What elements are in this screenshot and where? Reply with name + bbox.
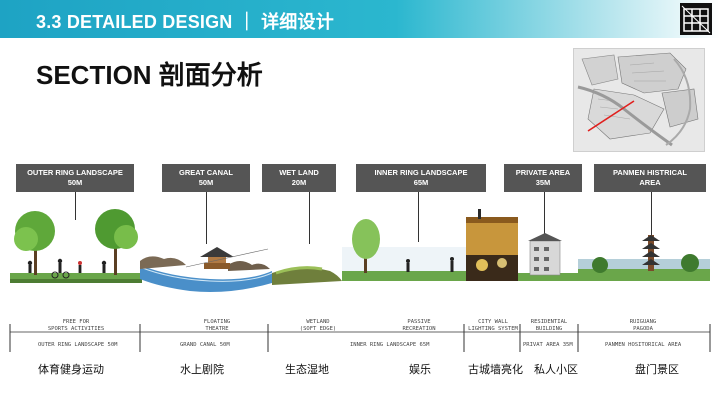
site-plan-thumbnail: [573, 48, 705, 152]
annotation-wetland: WETLAND(SOFT EDGE): [299, 319, 337, 332]
sub-label-private-area: PRIVAT AREA 35M: [523, 342, 573, 348]
cn-label-recreation: 娱乐: [409, 364, 431, 376]
section-cut-line: [587, 100, 635, 132]
residential-building-icon: [528, 233, 562, 276]
header-title: 3.3 DETAILED DESIGN ｜ 详细设计: [36, 12, 334, 32]
floating-theatre-icon: [200, 247, 234, 269]
pointer-inner-ring: [418, 192, 419, 242]
tree-icon: [95, 209, 138, 275]
building-grid-logo-icon: [680, 3, 712, 35]
header-band: 3.3 DETAILED DESIGN ｜ 详细设计: [0, 0, 720, 38]
city-wall-icon: [466, 209, 518, 281]
cn-label-sports: 体育健身运动: [38, 364, 104, 376]
cn-label-panmen: 盘门景区: [635, 364, 679, 376]
pointer-private-area: [544, 192, 545, 244]
cn-label-city-wall: 古城墙亮化: [468, 364, 523, 376]
pointer-great-canal: [206, 192, 207, 244]
pagoda-icon: [642, 235, 660, 271]
sub-label-outer-ring: OUTER RING LANDSCAPE 50M: [38, 342, 118, 348]
cn-label-water-theatre: 水上剧院: [180, 364, 224, 376]
sub-label-grand-canal: GRAND CANAL 50M: [180, 342, 230, 348]
people-icon: [406, 257, 454, 272]
pointer-panmen: [651, 192, 652, 244]
pointer-wet-land: [309, 192, 310, 244]
section-illustration: [10, 209, 710, 292]
sub-label-inner-ring: INNER RING LANDSCAPE 65M: [350, 342, 430, 348]
willow-tree-icon: [352, 219, 380, 273]
section-title: SECTION 剖面分析: [36, 60, 263, 90]
pointer-outer-ring: [75, 192, 76, 220]
cn-label-wetland: 生态湿地: [285, 364, 329, 376]
people-icon: [27, 258, 107, 279]
tree-icon: [14, 211, 55, 275]
cn-label-residential: 私人小区: [534, 364, 578, 376]
sub-label-panmen: PANMEN HOSITORICAL AREA: [605, 342, 682, 348]
section-scale-bar: [0, 310, 720, 370]
